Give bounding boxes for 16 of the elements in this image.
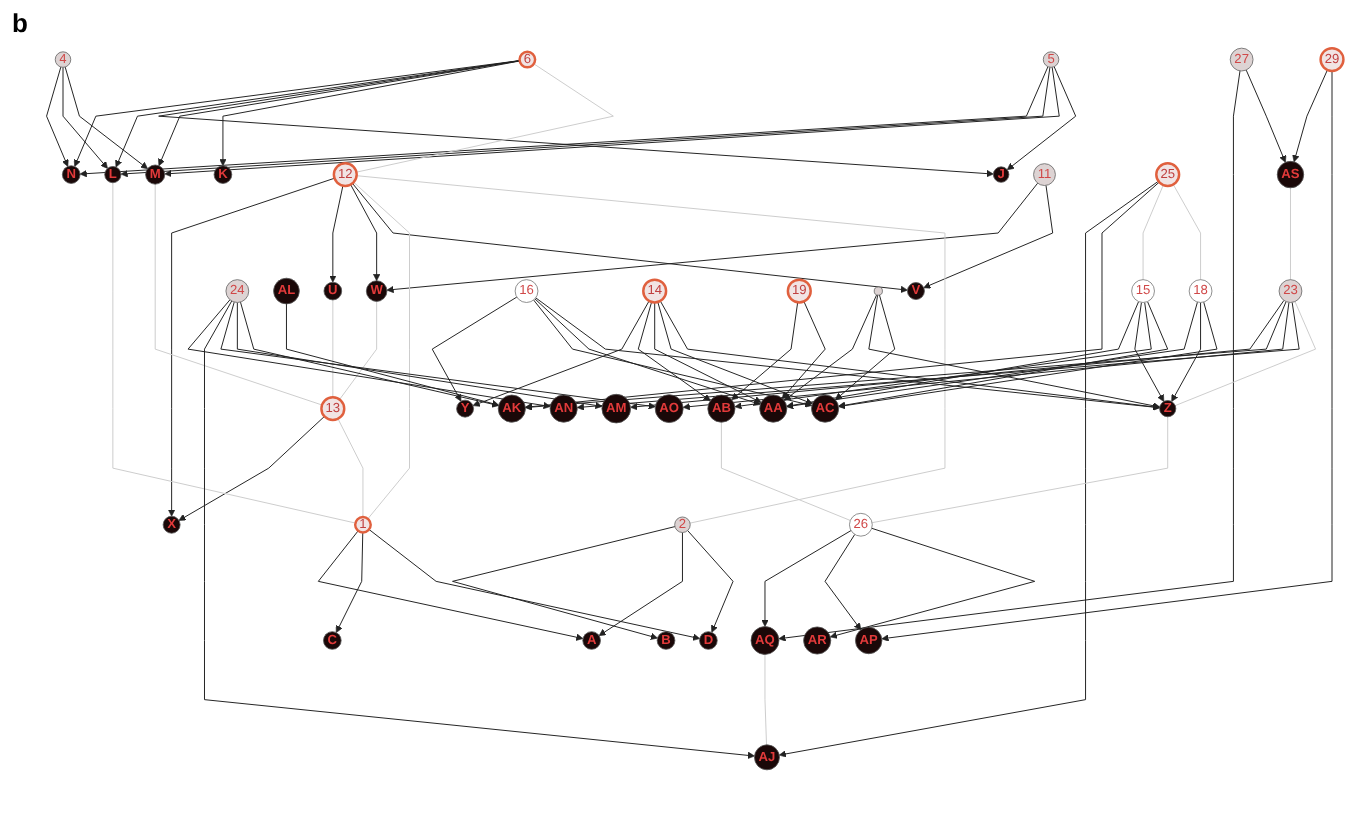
connector <box>871 416 1169 524</box>
connector <box>337 418 364 518</box>
connector <box>339 300 378 400</box>
connector <box>1142 184 1164 281</box>
node-circle <box>873 286 883 296</box>
connector <box>1172 184 1202 281</box>
connector <box>1174 301 1317 407</box>
connector <box>332 299 334 398</box>
connector <box>356 175 946 524</box>
connector <box>353 181 410 520</box>
panel-label: b <box>12 8 28 38</box>
connector <box>764 653 768 746</box>
connector <box>1290 187 1291 281</box>
connector <box>355 63 614 173</box>
connector <box>720 421 851 521</box>
connector <box>154 183 323 406</box>
